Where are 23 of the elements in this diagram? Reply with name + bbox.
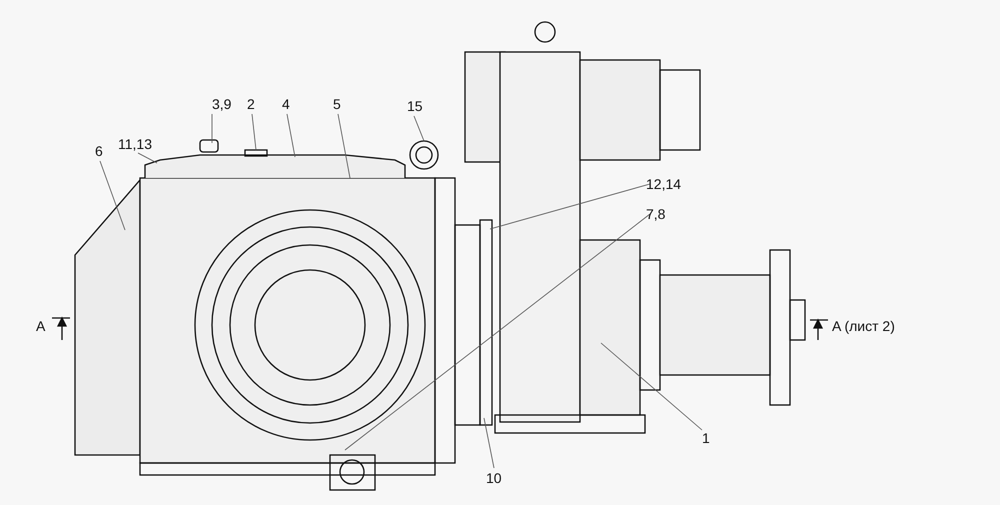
leader-line xyxy=(338,114,350,178)
callout-number: 3,9 xyxy=(212,96,232,112)
leader-line xyxy=(484,418,494,468)
section-label: A (лист 2) xyxy=(832,318,895,334)
callout-number: 5 xyxy=(333,96,341,112)
leader-line xyxy=(490,184,650,230)
section-label: A xyxy=(36,318,46,334)
callout-number: 11,13 xyxy=(118,136,152,152)
callout-number: 2 xyxy=(247,96,255,112)
callout-number: 15 xyxy=(407,98,423,114)
callout-number: 12,14 xyxy=(646,176,682,192)
leader-line xyxy=(600,342,702,430)
leader-line xyxy=(138,152,158,164)
callout-number: 4 xyxy=(282,96,290,112)
leader-line xyxy=(286,114,296,158)
callout-number: 1 xyxy=(702,430,710,446)
leader-line xyxy=(100,160,126,230)
callout-number: 7,8 xyxy=(646,206,666,222)
callout-number: 10 xyxy=(486,470,502,486)
leader-line xyxy=(344,214,650,450)
callout-number: 6 xyxy=(95,143,103,159)
leader-line xyxy=(414,116,424,142)
leader-line xyxy=(252,114,256,150)
